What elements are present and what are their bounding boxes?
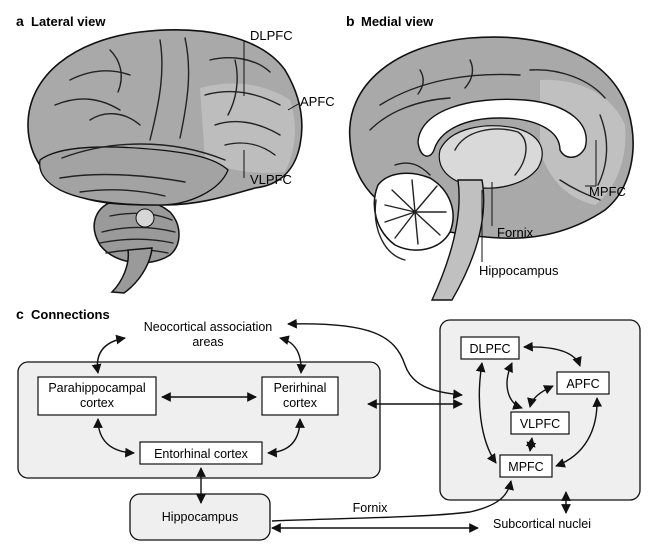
node-entorhinal-label: Entorhinal cortex: [154, 447, 249, 461]
label-vlpfc-lateral: VLPFC: [250, 172, 292, 187]
arrow-neo-pfc: [287, 318, 463, 400]
node-neocortical-line2: areas: [192, 335, 223, 349]
panel-a: a Lateral view: [16, 13, 335, 294]
prefrontal-highlight: [200, 83, 295, 173]
node-perirhinal-line2: cortex: [283, 396, 318, 410]
node-vlpfc-label: VLPFC: [520, 417, 560, 431]
node-perirhinal-line1: Perirhinal: [274, 381, 327, 395]
node-apfc: [556, 371, 610, 395]
label-hippocampus-medial: Hippocampus: [479, 263, 559, 278]
node-dlpfc-label: DLPFC: [470, 342, 511, 356]
panel-a-letter: a: [16, 13, 24, 29]
lateral-sulci: [54, 37, 281, 197]
arrow-perirhinal-entorhinal: [267, 418, 305, 458]
node-parahippocampal-line2: cortex: [80, 396, 115, 410]
node-subcortical-label: Subcortical nuclei: [493, 517, 591, 531]
panel-c: c Connections Neocortical association ar…: [16, 306, 641, 541]
connection-arrows: [91, 318, 603, 533]
pons-circle: [135, 208, 155, 228]
node-mpfc-label: MPFC: [508, 460, 543, 474]
arrow-dlpfc-vlpfc: [503, 362, 523, 410]
panel-c-title: Connections: [31, 307, 110, 322]
panel-b-title: Medial view: [361, 14, 434, 29]
node-neocortical-line1: Neocortical association: [144, 320, 273, 334]
panel-c-letter: c: [16, 306, 24, 322]
brainstem-lateral: [110, 247, 153, 294]
label-dlpfc-lateral: DLPFC: [250, 28, 293, 43]
corpus-callosum: [417, 98, 587, 158]
arrow-dlpfc-apfc: [523, 341, 582, 367]
node-parahippocampal: [37, 376, 157, 416]
arrow-parahippo-entorhinal: [93, 418, 135, 458]
arrow-apfc-mpfc: [555, 397, 603, 468]
node-mpfc: [499, 454, 553, 478]
medial-sulci: [369, 59, 608, 201]
panel-a-title: Lateral view: [31, 14, 106, 29]
node-parahippocampal-line1: Parahippocampal: [48, 381, 145, 395]
label-fornix-connection: Fornix: [353, 501, 388, 515]
node-hippocampus-label: Hippocampus: [162, 510, 238, 524]
cerebellum-arbor: [384, 179, 447, 245]
arrow-apfc-vlpfc: [527, 385, 554, 408]
arrow-neo-parahippo: [91, 334, 126, 374]
arrow-fornix-mpfc: [271, 480, 514, 522]
label-fornix-medial: Fornix: [497, 225, 534, 240]
label-mpfc-medial: MPFC: [589, 184, 626, 199]
label-apfc-lateral: APFC: [300, 94, 335, 109]
panel-b: b Medial view: [346, 13, 634, 301]
arrow-dlpfc-mpfc: [475, 362, 497, 464]
panel-b-letter: b: [346, 13, 355, 29]
diencephalon: [438, 125, 543, 189]
arrow-vlpfc-mpfc: [525, 437, 537, 452]
apfc-leader: [287, 102, 301, 111]
fornix-arc: [454, 128, 527, 176]
node-apfc-label: APFC: [566, 377, 599, 391]
node-entorhinal: [139, 441, 263, 465]
brainstem-medial: [430, 179, 485, 301]
cerebellum-lower: [374, 199, 406, 261]
